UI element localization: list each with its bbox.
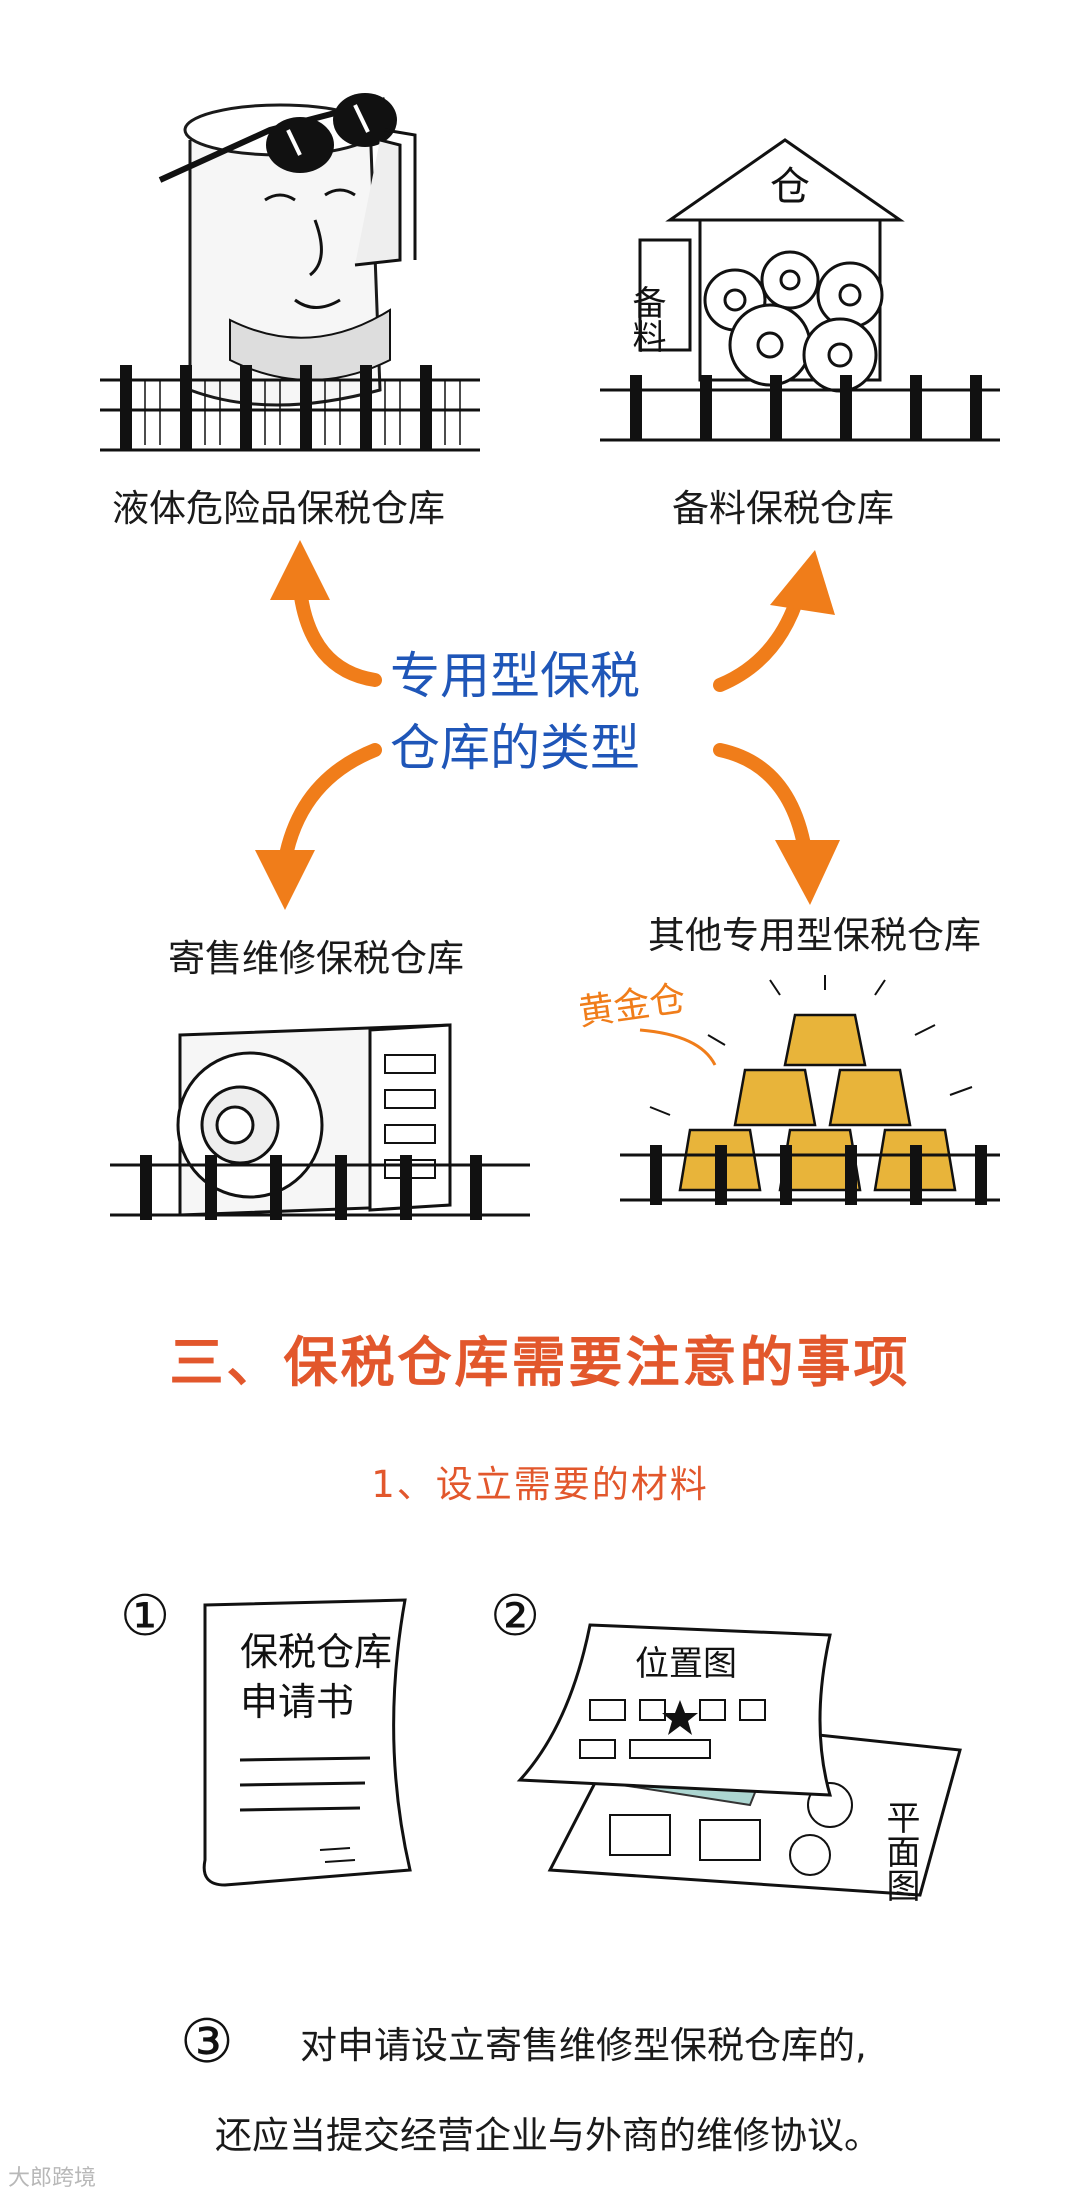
material-3-number-mark: ③: [180, 2008, 234, 2075]
gold-warehouse-illustration: 黄金仓: [580, 975, 1000, 1205]
material-3-number: ③: [180, 2008, 234, 2075]
arrow-to-other: [713, 743, 812, 857]
material-1-number: ①: [120, 1584, 170, 1647]
arrowhead-consignment: [255, 850, 315, 910]
arrow-to-liquid: [293, 583, 382, 687]
center-title-line-2: 仓库的类型: [390, 719, 640, 777]
application-form-illustration: ① 保税仓库 申请书: [120, 1584, 412, 1887]
type-label-material: 备料保税仓库: [672, 487, 894, 530]
diagram-center-title: 专用型保税 仓库的类型: [390, 640, 640, 784]
note-line-1: 对申请设立寄售维修型保税仓库的,: [300, 2024, 867, 2067]
arrowhead-material: [770, 550, 835, 615]
type-label-liquid: 液体危险品保税仓库: [112, 487, 445, 530]
application-form-title-1: 保税仓库: [240, 1632, 392, 1674]
type-label-other: 其他专用型保税仓库: [648, 914, 981, 957]
type-label-consignment: 寄售维修保税仓库: [168, 937, 464, 980]
gold-note-text: 黄金仓: [580, 977, 688, 1033]
application-form-title-2: 申请书: [240, 1682, 354, 1724]
arrow-to-consignment: [278, 743, 382, 867]
warehouse-roof-text: 仓: [770, 165, 810, 209]
material-warehouse-illustration: 仓 备料: [600, 138, 1000, 442]
floor-plan-title: 平面图: [881, 1800, 919, 1902]
liquid-tank-illustration: [100, 93, 480, 452]
warehouse-sign-text: 备料: [627, 285, 665, 353]
arrowhead-other: [775, 840, 840, 905]
repair-machine-illustration: [110, 1023, 530, 1220]
center-title-line-1: 专用型保税: [390, 647, 640, 705]
section-heading: 三、保税仓库需要注意的事项: [169, 1331, 911, 1394]
section-subheading: 1、设立需要的材料: [371, 1463, 709, 1506]
note-line-2: 还应当提交经营企业与外商的维修协议。: [215, 2114, 881, 2157]
material-2-number: ②: [490, 1585, 540, 1647]
location-floor-plan-illustration: ② 平面图 位置图: [490, 1585, 962, 1902]
location-map-title: 位置图: [635, 1645, 737, 1683]
watermark-text: 大郎跨境: [8, 2166, 97, 2191]
diagram-arrows: [255, 540, 840, 910]
arrowhead-liquid: [270, 540, 330, 600]
